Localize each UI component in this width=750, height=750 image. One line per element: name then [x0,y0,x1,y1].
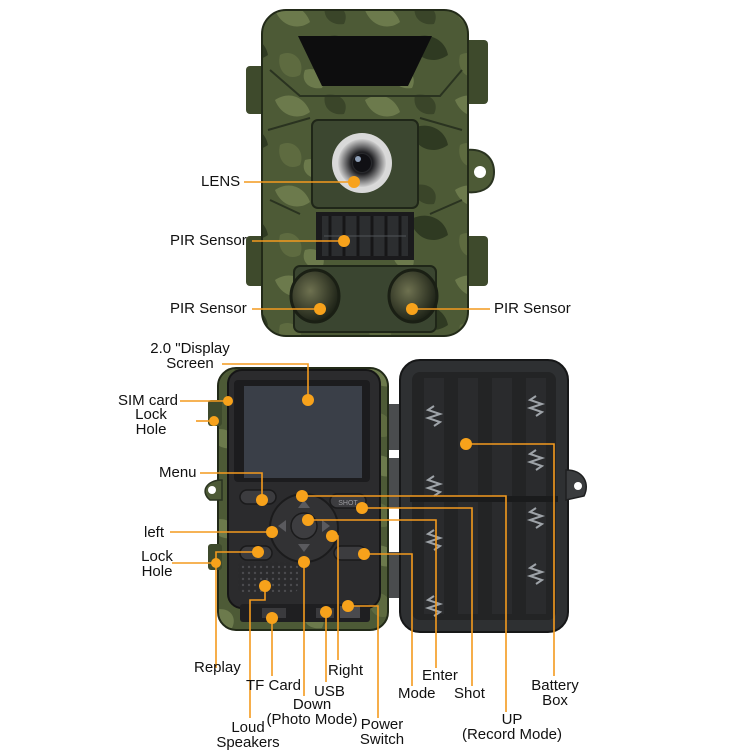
label-shot: Shot [454,685,485,702]
label-right: Right [328,662,364,679]
label-lock-hole-top: Lock Hole [135,406,167,438]
camera-front [246,9,496,337]
label-left: left [144,524,165,541]
label-pir-left: PIR Sensor [170,300,247,317]
label-battery-box: Battery Box [531,677,579,709]
speaker-grille-icon [238,562,298,592]
label-pir-top: PIR Sensor [170,232,247,249]
label-up: UP (Record Mode) [461,711,563,743]
label-sim-card: SIM card [118,392,179,409]
label-power-switch: Power Switch [359,716,405,748]
label-pir-right: PIR Sensor [494,300,571,317]
label-lock-hole-bottom: Lock Hole [141,548,173,580]
pir-sensor-icon [289,268,341,324]
shot-button-text: SHOT [338,500,358,507]
camera-open: SHOT [204,359,587,633]
label-usb: USB [314,683,345,700]
label-down: Down (Photo Mode) [266,696,358,728]
callout-dots [209,176,472,624]
label-mode: Mode [398,685,436,702]
label-enter: Enter [422,667,458,684]
label-lens: LENS [201,173,241,190]
callout-lines [170,181,555,718]
label-loud-speakers: Loud Speakers [216,719,280,750]
label-display-screen: 2.0 "Display Screen [150,340,230,372]
dpad-icon [269,493,339,563]
label-replay: Replay [194,659,241,676]
label-tf-card: TF Card [246,677,302,694]
label-menu: Menu [159,464,197,481]
